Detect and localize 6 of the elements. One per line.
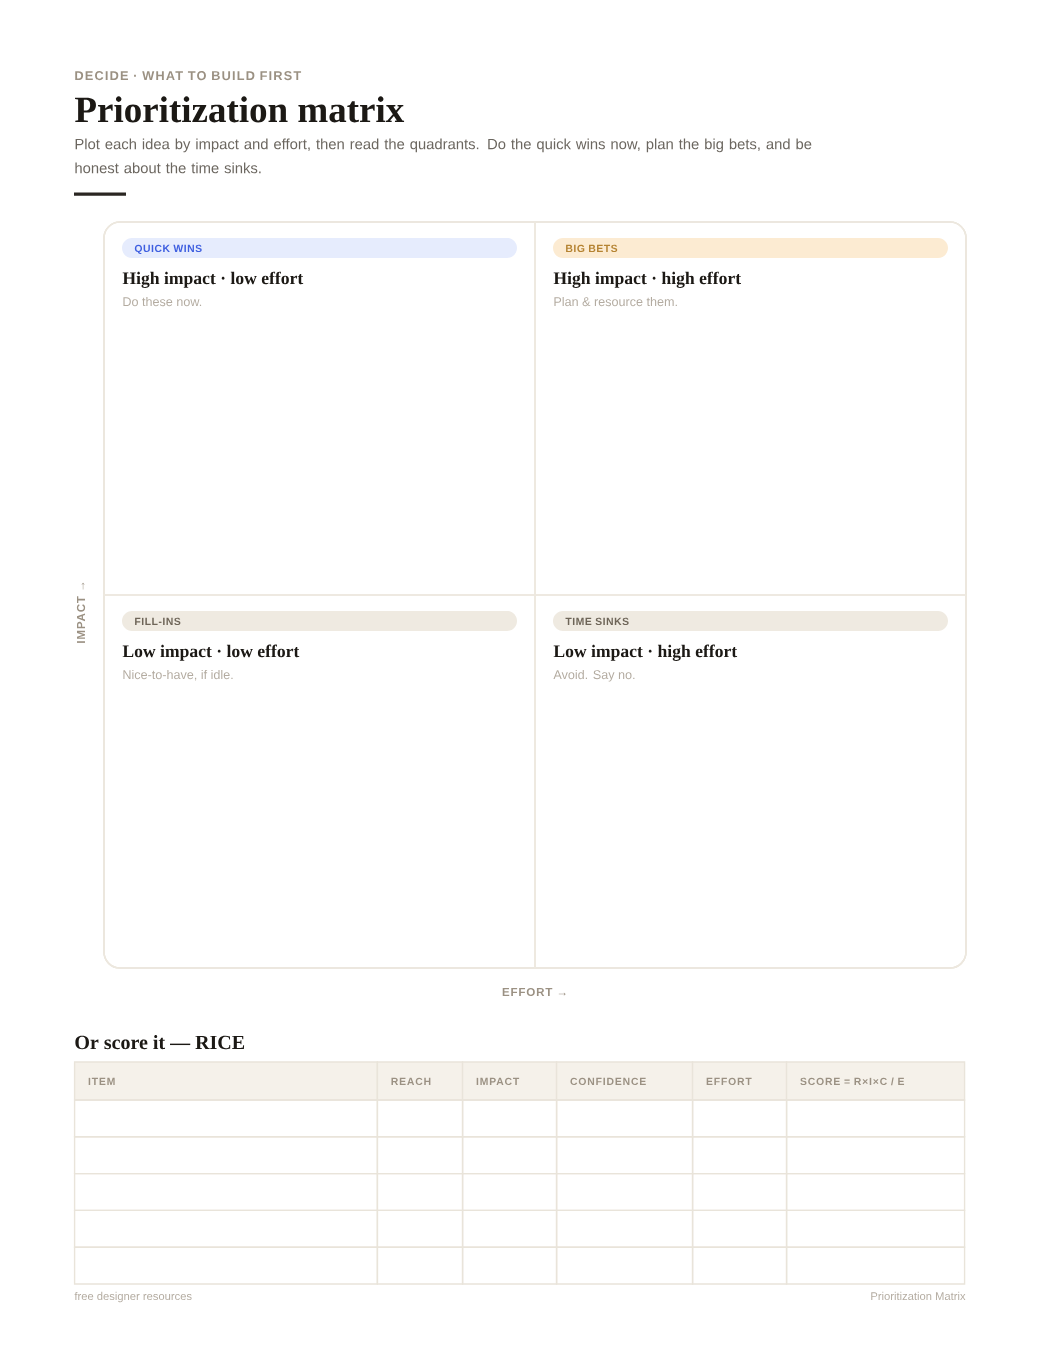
quadrant-heading: High impact · low effort <box>122 271 304 288</box>
title: Prioritization matrix <box>75 96 405 123</box>
quadrant-heading: Low impact · high effort <box>553 644 738 661</box>
quadrant-heading: Low impact · low effort <box>122 644 300 661</box>
quadrant-heading: High impact · high effort <box>553 271 741 288</box>
section-heading: Or score it — RICE <box>75 1035 245 1050</box>
